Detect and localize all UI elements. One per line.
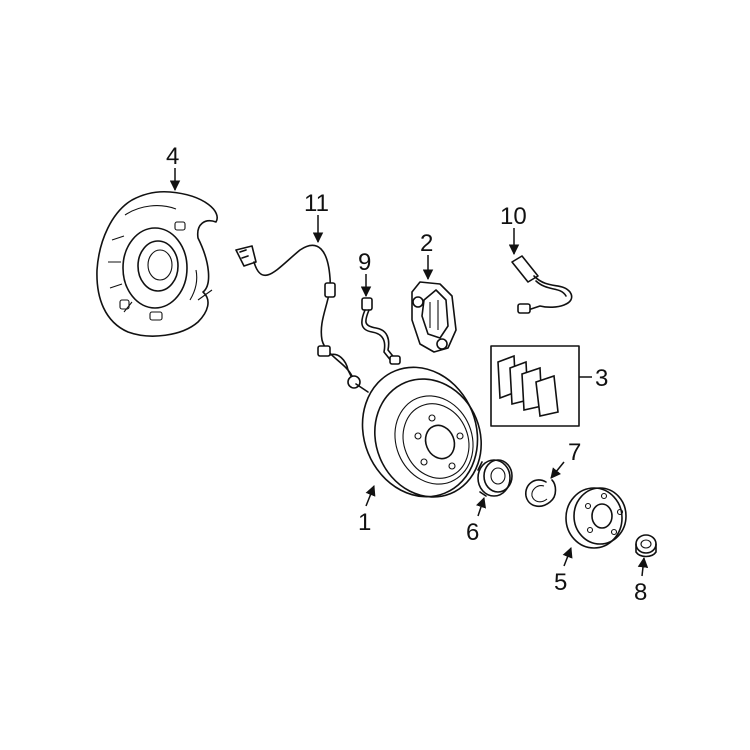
brake-caliper [411, 281, 457, 353]
wear-sensor [511, 255, 573, 314]
dust-shield [96, 190, 218, 337]
callout-6: 6 [466, 519, 479, 546]
leader-5 [562, 547, 573, 567]
brake-pad-set [490, 345, 580, 427]
leader-8 [637, 556, 649, 577]
leader-6 [476, 497, 486, 517]
wheel-hub [565, 487, 627, 549]
callout-8: 8 [634, 579, 647, 606]
callout-10: 10 [500, 203, 527, 230]
brake-hose [361, 297, 401, 365]
callout-1: 1 [358, 509, 371, 536]
callout-9: 9 [358, 249, 371, 276]
callout-3: 3 [595, 365, 608, 392]
callout-11: 11 [304, 190, 329, 217]
callout-2: 2 [420, 230, 433, 257]
leader-1 [365, 485, 376, 507]
callout-4: 4 [166, 143, 179, 170]
callout-7: 7 [568, 439, 581, 466]
leader-7 [550, 461, 565, 479]
callout-5: 5 [554, 569, 567, 596]
brake-rotor [361, 366, 482, 498]
wheel-bearing [477, 459, 513, 497]
abs-sensor [235, 244, 369, 393]
snap-ring [525, 479, 557, 508]
hub-nut [635, 534, 657, 558]
